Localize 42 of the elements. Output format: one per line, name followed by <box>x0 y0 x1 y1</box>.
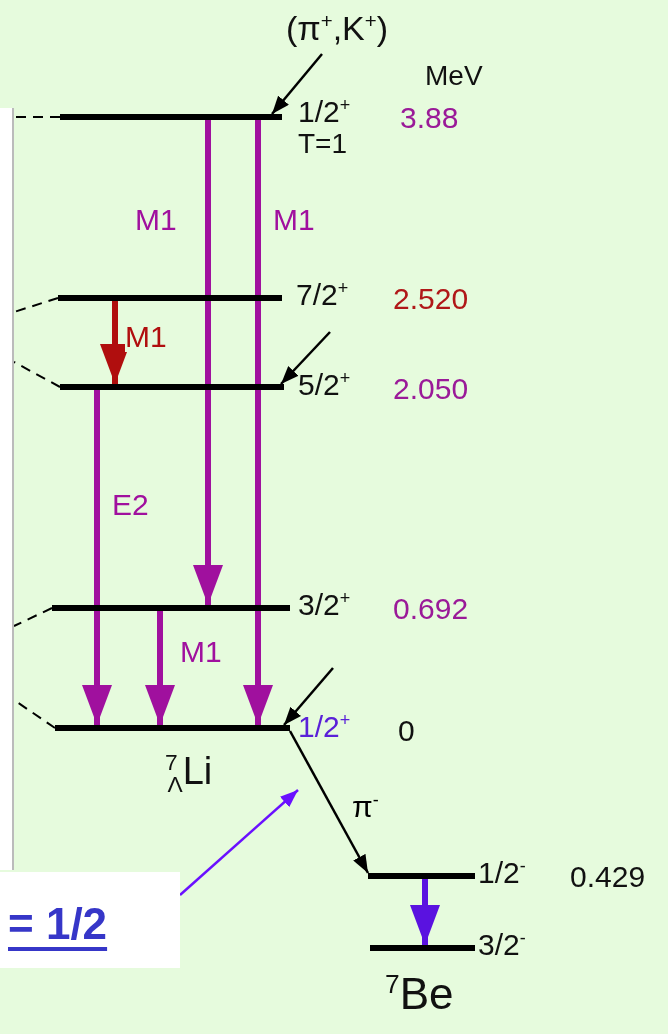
energy-level-bar <box>55 725 290 731</box>
level-label: 0.429 <box>570 862 646 892</box>
energy-level-bar <box>60 114 282 120</box>
spin-parity-label: 1/2$^{+}$ <box>298 97 351 127</box>
arrow <box>280 331 331 385</box>
spin-parity-label: 3/2$^{+}$ <box>298 590 351 620</box>
level-label: 2.520 <box>393 284 469 314</box>
dashed-line <box>13 297 59 313</box>
energy-level-bar <box>52 605 290 611</box>
level-label: 3.88 <box>400 103 459 133</box>
value-box <box>0 872 180 968</box>
dashed-line <box>13 607 53 627</box>
arrow <box>179 789 299 896</box>
arrow <box>100 301 130 384</box>
level-label: 0 <box>398 716 415 746</box>
plot-panel <box>0 108 14 870</box>
reaction-label: (π$^{+}$,K$^{+}$) <box>262 2 412 54</box>
energy-level-bar <box>370 945 475 951</box>
arrow <box>410 879 440 945</box>
spin-parity-label: 1/2$^{+}$ <box>298 712 351 742</box>
nucleus-label: $^{7}$Be <box>385 972 454 1016</box>
energy-level-bar <box>58 295 282 301</box>
arrow <box>288 730 370 874</box>
level-label: T=1 <box>298 130 348 158</box>
arrow <box>271 53 323 115</box>
dashed-line <box>13 116 61 118</box>
energy-level-bar <box>60 384 284 390</box>
arrow <box>193 120 223 605</box>
spin-parity-label: 5/2$^{+}$ <box>298 370 351 400</box>
unit-label: MeV <box>425 62 483 90</box>
spin-parity-label: 1/2$^{-}$ <box>478 858 526 888</box>
arrow <box>283 667 334 726</box>
arrow <box>145 611 175 725</box>
arrow <box>82 390 112 725</box>
level-label: 0.692 <box>393 594 469 624</box>
arrow <box>243 120 273 725</box>
dashed-line <box>13 361 61 388</box>
level-label: 2.050 <box>393 374 469 404</box>
value-text: = 1/2 <box>8 902 108 946</box>
energy-level-bar <box>368 873 475 879</box>
spin-parity-label: 7/2$^{+}$ <box>296 280 349 310</box>
spin-parity-label: 3/2$^{-}$ <box>478 930 526 960</box>
